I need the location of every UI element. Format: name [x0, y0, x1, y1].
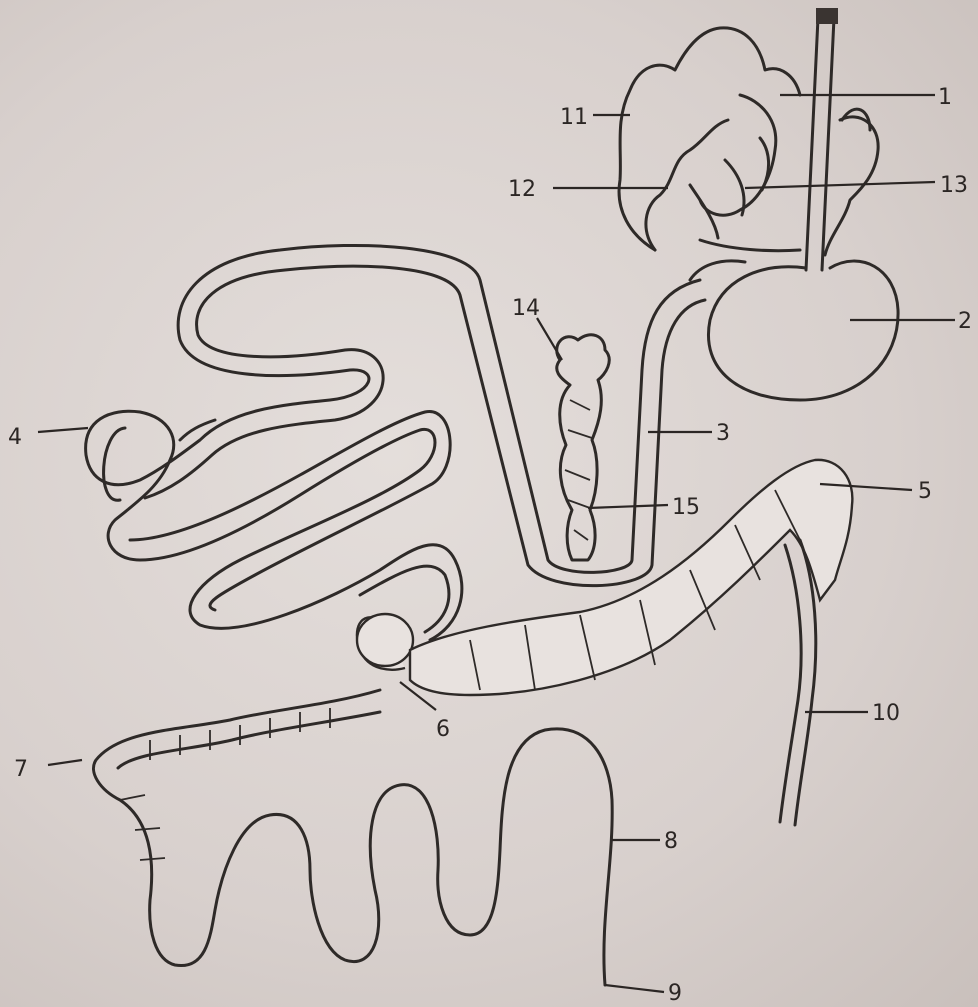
- esophagus: [806, 8, 838, 270]
- colon: [357, 460, 852, 825]
- label-14: 14: [512, 296, 540, 321]
- pancreas: [557, 335, 609, 560]
- label-10: 10: [872, 701, 900, 726]
- large-intestine-spiral: [93, 690, 612, 985]
- label-2: 2: [958, 309, 972, 334]
- small-intestine: [86, 245, 705, 640]
- label-8: 8: [664, 829, 678, 854]
- label-5: 5: [918, 479, 932, 504]
- label-6: 6: [436, 717, 450, 742]
- label-3: 3: [716, 421, 730, 446]
- label-7: 7: [14, 757, 28, 782]
- label-12: 12: [508, 177, 536, 202]
- label-9: 9: [668, 981, 682, 1006]
- label-13: 13: [940, 173, 968, 198]
- liver: [619, 28, 878, 280]
- label-4: 4: [8, 425, 22, 450]
- label-1: 1: [938, 85, 952, 110]
- label-11: 11: [560, 105, 588, 130]
- label-15: 15: [672, 495, 700, 520]
- stomach: [708, 261, 898, 400]
